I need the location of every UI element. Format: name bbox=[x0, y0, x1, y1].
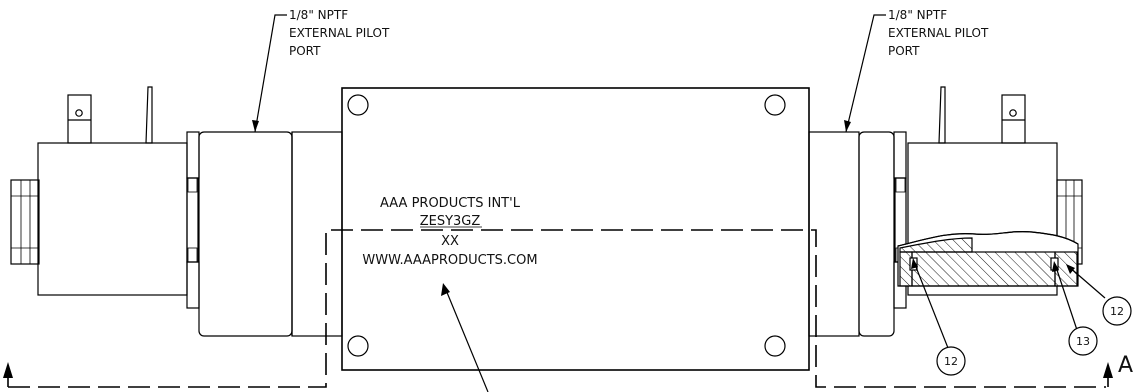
nameplate-model: ZESY3GZ bbox=[420, 214, 481, 229]
left-pilot-port-callout: 1/8" NPTF EXTERNAL PILOT PORT bbox=[289, 8, 390, 58]
balloon-12-right: 12 bbox=[1102, 296, 1132, 326]
left-callout-line-2: EXTERNAL PILOT bbox=[289, 26, 390, 40]
right-solenoid-coil bbox=[907, 86, 1083, 296]
mount-hole-top-left bbox=[347, 94, 369, 116]
balloon-13-leader bbox=[1054, 263, 1081, 340]
nameplate-company: AAA PRODUCTS INT'L bbox=[380, 196, 521, 211]
right-callout-line-2: EXTERNAL PILOT bbox=[888, 26, 989, 40]
section-arrow-right bbox=[1103, 362, 1113, 378]
left-callout-line-1: 1/8" NPTF bbox=[289, 8, 348, 22]
balloon-12-left: 12 bbox=[936, 346, 966, 376]
nameplate-website: WWW.AAAPRODUCTS.COM bbox=[362, 253, 537, 268]
left-solenoid-coil bbox=[10, 86, 188, 296]
left-pilot-port-leader bbox=[254, 14, 287, 133]
section-label-a: A bbox=[1118, 353, 1133, 378]
mount-hole-top-right bbox=[764, 94, 786, 116]
left-coil-body bbox=[37, 142, 188, 296]
section-line-a bbox=[3, 229, 1113, 388]
svg-text:12: 12 bbox=[944, 355, 958, 368]
svg-text:13: 13 bbox=[1076, 335, 1090, 348]
nameplate-code: XX bbox=[441, 234, 459, 249]
valve-body bbox=[341, 87, 810, 371]
right-ground-pin bbox=[938, 86, 946, 144]
nameplate-leader bbox=[445, 289, 489, 392]
broken-out-section bbox=[897, 230, 1079, 287]
right-terminal-hole bbox=[1009, 109, 1017, 117]
valve-body-outline bbox=[341, 87, 810, 371]
left-terminal-tab bbox=[67, 94, 92, 144]
left-lock-nut bbox=[10, 179, 40, 265]
balloon-12-left-leader bbox=[913, 261, 949, 349]
right-armature-tube bbox=[808, 131, 907, 337]
left-ground-pin bbox=[145, 86, 153, 144]
balloon-12-right-leader bbox=[1067, 265, 1106, 299]
section-arrow-left bbox=[3, 362, 13, 378]
left-terminal-hole bbox=[75, 109, 83, 117]
right-pilot-port-leader bbox=[845, 14, 886, 133]
right-pilot-port-callout: 1/8" NPTF EXTERNAL PILOT PORT bbox=[888, 8, 989, 58]
leader-lines bbox=[252, 14, 1106, 392]
left-armature-tube bbox=[186, 131, 343, 337]
svg-text:12: 12 bbox=[1110, 305, 1124, 318]
section-plunger bbox=[911, 251, 1056, 287]
right-terminal-tab bbox=[1001, 94, 1026, 144]
right-callout-line-3: PORT bbox=[888, 44, 920, 58]
left-callout-line-3: PORT bbox=[289, 44, 321, 58]
nameplate-text: AAA PRODUCTS INT'L ZESY3GZ XX WWW.AAAPRO… bbox=[362, 196, 537, 268]
mount-hole-bottom-left bbox=[347, 335, 369, 357]
balloon-13: 13 bbox=[1068, 326, 1098, 356]
right-callout-line-1: 1/8" NPTF bbox=[888, 8, 947, 22]
mount-hole-bottom-right bbox=[764, 335, 786, 357]
